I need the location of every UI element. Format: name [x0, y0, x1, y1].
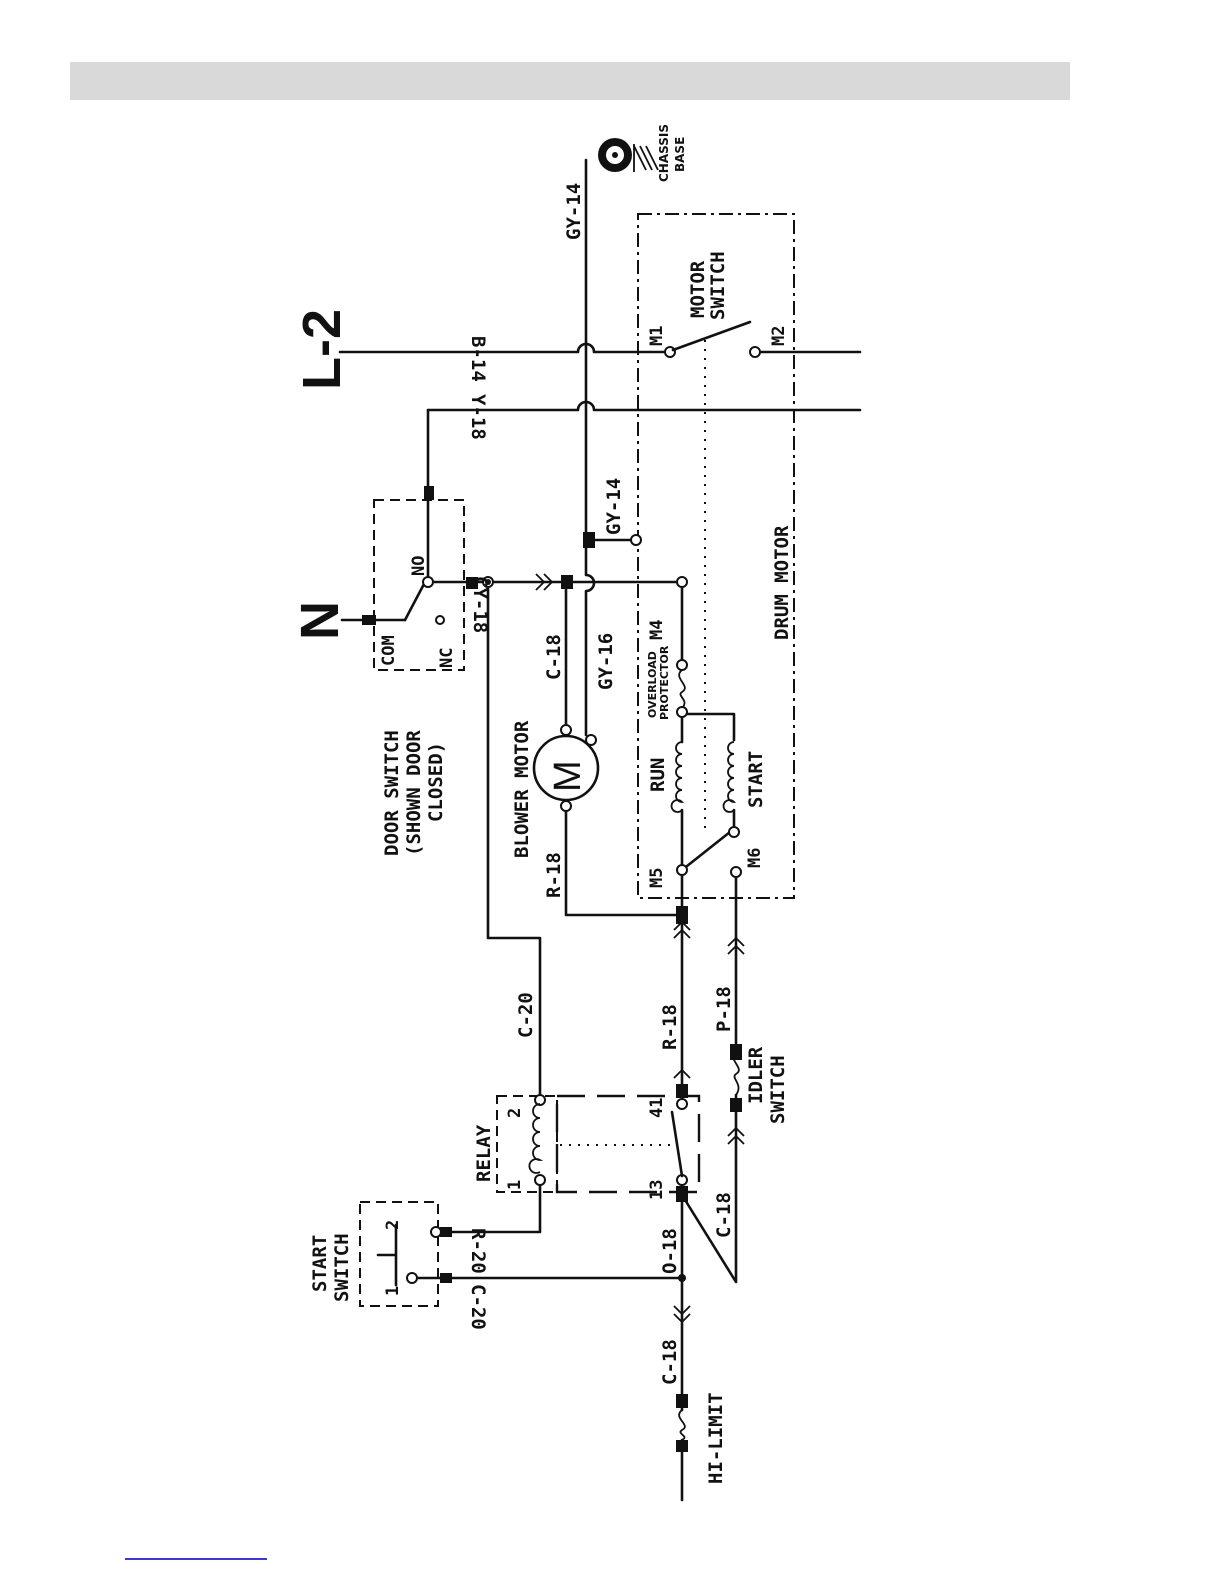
- label-relay-2: 2: [505, 1108, 525, 1118]
- label-base: BASE: [673, 137, 687, 172]
- label-run: RUN: [647, 758, 669, 792]
- label-no: NO: [409, 556, 429, 576]
- label-relay-41: 41: [647, 1098, 667, 1118]
- label-idler-switch: SWITCH: [767, 1055, 789, 1124]
- start-winding: [724, 742, 739, 837]
- label-idler: IDLER: [745, 1046, 767, 1104]
- label-relay-13: 13: [647, 1180, 667, 1200]
- label-closed: CLOSED): [425, 742, 447, 822]
- label-c20-bot: C-20: [467, 1284, 489, 1330]
- label-gy14-top: GY-14: [563, 183, 585, 240]
- label-ss-1: 1: [383, 1286, 403, 1296]
- connectors: [362, 486, 742, 1452]
- label-gy14-mid: GY-14: [603, 478, 625, 535]
- label-r18-top: R-18: [543, 852, 565, 898]
- label-shown-door: (SHOWN DOOR: [403, 730, 425, 856]
- label-m6: M6: [745, 848, 765, 868]
- label-m5: M5: [647, 868, 667, 888]
- label-drum-motor: DRUM MOTOR: [771, 525, 793, 640]
- label-protector: PROTECTOR: [658, 645, 671, 720]
- label-chassis: CHASSIS: [657, 124, 671, 182]
- label-r20: R-20: [467, 1228, 489, 1274]
- label-p18: P-18: [713, 986, 735, 1032]
- label-motor-switch: SWITCH: [707, 251, 729, 320]
- label-start-winding: START: [745, 751, 767, 808]
- label-relay-1: 1: [505, 1180, 525, 1190]
- labels: L-2 N CHASSIS BASE GY-14 B-14 Y-18 GY-14…: [290, 124, 793, 1484]
- label-y18: Y-18: [467, 394, 489, 440]
- label-relay: RELAY: [473, 1124, 495, 1182]
- label-m4: M4: [647, 620, 667, 640]
- hi-limit: [679, 1410, 685, 1440]
- label-b14: B-14: [467, 336, 489, 382]
- label-motor: MOTOR: [687, 260, 709, 318]
- chassis-ground-icon: [598, 138, 658, 172]
- label-o18: O-18: [659, 1228, 681, 1274]
- label-m2: M2: [769, 326, 789, 346]
- label-cy18: CY-18: [469, 576, 491, 633]
- run-winding: [672, 742, 682, 812]
- label-r18-mid: R-18: [659, 1004, 681, 1050]
- label-c18-bot: C-18: [659, 1339, 681, 1385]
- label-com: COM: [379, 635, 399, 666]
- label-gy16: GY-16: [595, 633, 617, 690]
- footer-link-line: [125, 1558, 267, 1560]
- overload-protector: [677, 660, 687, 717]
- label-c18-mid: C-18: [713, 1192, 735, 1238]
- label-m1: M1: [647, 326, 667, 346]
- label-n: N: [290, 601, 350, 640]
- motor-switch: [665, 322, 760, 357]
- label-ss-2: 2: [383, 1220, 403, 1230]
- label-c20-top: C-20: [515, 992, 537, 1038]
- label-blower-motor: BLOWER MOTOR: [511, 720, 533, 858]
- label-hi-limit: HI-LIMIT: [705, 1392, 727, 1484]
- label-motor-m: M: [547, 760, 589, 792]
- start-switch: [378, 1225, 441, 1285]
- label-c18-top: C-18: [543, 634, 565, 680]
- label-start-switch: START: [309, 1235, 331, 1292]
- label-start-switch-2: SWITCH: [331, 1233, 353, 1302]
- label-door-switch: DOOR SWITCH: [381, 730, 403, 856]
- label-nc: NC: [437, 648, 457, 668]
- label-l2: L-2: [292, 309, 352, 390]
